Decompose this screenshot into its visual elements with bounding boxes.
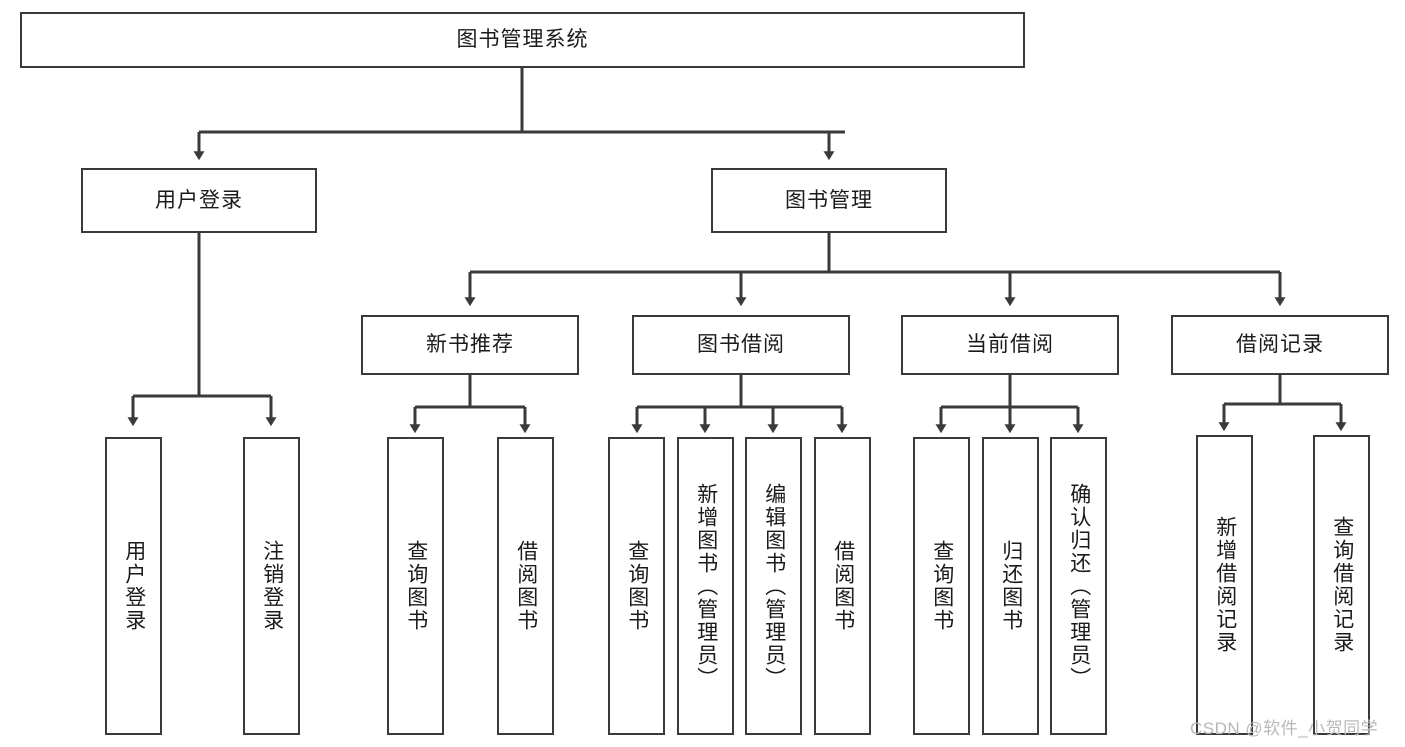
leaf-book-borrow-query-label: 查询图书 [625, 540, 649, 632]
leaf-user-login-logout-label: 注销登录 [260, 540, 284, 632]
node-root-system-label: 图书管理系统 [456, 28, 589, 52]
leaf-current-borrow-confirm[interactable]: 确认归还（管理员） [1050, 437, 1107, 735]
leaf-new-book-borrow[interactable]: 借阅图书 [497, 437, 554, 735]
leaf-book-borrow-add[interactable]: 新增图书（管理员） [677, 437, 734, 735]
leaf-borrow-record-add-label: 新增借阅记录 [1213, 516, 1237, 654]
leaf-new-book-query[interactable]: 查询图书 [387, 437, 444, 735]
leaf-book-borrow-query[interactable]: 查询图书 [608, 437, 665, 735]
leaf-borrow-record-add[interactable]: 新增借阅记录 [1196, 435, 1253, 735]
node-book-borrow[interactable]: 图书借阅 [632, 315, 850, 375]
leaf-current-borrow-query-label: 查询图书 [930, 540, 954, 632]
leaf-book-borrow-edit[interactable]: 编辑图书（管理员） [745, 437, 802, 735]
csdn-watermark: CSDN @软件_小贺同学 [1190, 719, 1379, 738]
leaf-user-login-login-label: 用户登录 [122, 540, 146, 632]
node-new-book-recommend-label: 新书推荐 [426, 333, 514, 357]
leaf-new-book-query-label: 查询图书 [404, 540, 428, 632]
leaf-book-borrow-edit-label: 编辑图书（管理员） [762, 482, 786, 690]
leaf-current-borrow-confirm-label: 确认归还（管理员） [1067, 482, 1091, 690]
leaf-borrow-record-query-label: 查询借阅记录 [1330, 516, 1354, 654]
leaf-new-book-borrow-label: 借阅图书 [514, 540, 538, 632]
leaf-book-borrow-borrow[interactable]: 借阅图书 [814, 437, 871, 735]
node-book-manage[interactable]: 图书管理 [711, 168, 947, 233]
node-book-borrow-label: 图书借阅 [697, 333, 785, 357]
leaf-current-borrow-return[interactable]: 归还图书 [982, 437, 1039, 735]
node-user-login[interactable]: 用户登录 [81, 168, 317, 233]
node-borrow-record-label: 借阅记录 [1236, 333, 1324, 357]
leaf-book-borrow-add-label: 新增图书（管理员） [694, 482, 718, 690]
leaf-current-borrow-return-label: 归还图书 [999, 540, 1023, 632]
leaf-borrow-record-query[interactable]: 查询借阅记录 [1313, 435, 1370, 735]
node-current-borrow-label: 当前借阅 [966, 333, 1054, 357]
leaf-user-login-logout[interactable]: 注销登录 [243, 437, 300, 735]
node-user-login-label: 用户登录 [155, 188, 243, 212]
node-book-manage-label: 图书管理 [785, 188, 873, 212]
leaf-current-borrow-query[interactable]: 查询图书 [913, 437, 970, 735]
leaf-book-borrow-borrow-label: 借阅图书 [831, 540, 855, 632]
leaf-user-login-login[interactable]: 用户登录 [105, 437, 162, 735]
node-new-book-recommend[interactable]: 新书推荐 [361, 315, 579, 375]
node-borrow-record[interactable]: 借阅记录 [1171, 315, 1389, 375]
node-current-borrow[interactable]: 当前借阅 [901, 315, 1119, 375]
node-root-system[interactable]: 图书管理系统 [20, 12, 1025, 68]
